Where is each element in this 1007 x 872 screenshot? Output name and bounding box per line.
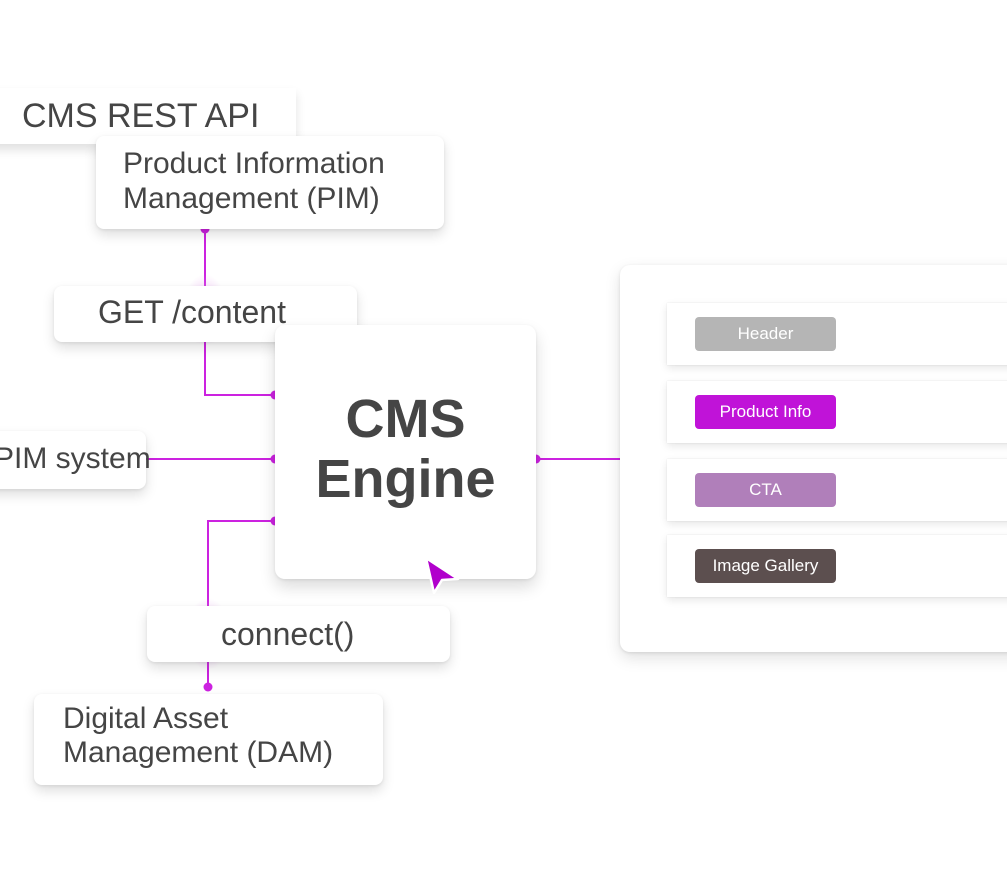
cms-engine-title-line1: CMS [345, 389, 466, 449]
block-chip-cta[interactable]: CTA [695, 473, 836, 507]
rest-api-label: CMS REST API [22, 97, 260, 135]
pointer-cursor-icon [424, 556, 460, 595]
connector-engine-to-dam [207, 520, 275, 687]
dam-label-line2: Management (DAM) [63, 736, 334, 769]
get-content-label: GET /content [98, 294, 286, 330]
block-row-header[interactable]: Header [667, 303, 1007, 365]
dam-card: Digital Asset Management (DAM) [34, 694, 383, 785]
cms-engine-card[interactable]: CMS Engine [275, 325, 536, 579]
block-row-product-info[interactable]: Product Info [667, 381, 1007, 443]
block-chip-image-gallery[interactable]: Image Gallery [695, 549, 836, 583]
pim-system-card: PIM system [0, 431, 151, 489]
connect-card: connect() [147, 606, 450, 662]
block-chip-header[interactable]: Header [695, 317, 836, 351]
page-preview-panel: Header Product Info CTA Image Gallery [620, 265, 1007, 652]
connect-label: connect() [221, 616, 355, 652]
cms-engine-title-line2: Engine [315, 449, 496, 509]
rest-api-card: CMS REST API [0, 88, 296, 144]
dam-label-line1: Digital Asset [63, 702, 229, 735]
pim-system-label: PIM system [0, 442, 151, 475]
block-row-image-gallery[interactable]: Image Gallery [667, 535, 1007, 597]
pim-label-line1: Product Information [123, 147, 385, 180]
pim-label-line2: Management (PIM) [123, 182, 380, 215]
pim-card: Product Information Management (PIM) [96, 136, 444, 229]
joint-dot [203, 682, 213, 692]
block-row-cta[interactable]: CTA [667, 459, 1007, 521]
block-chip-product-info[interactable]: Product Info [695, 395, 836, 429]
